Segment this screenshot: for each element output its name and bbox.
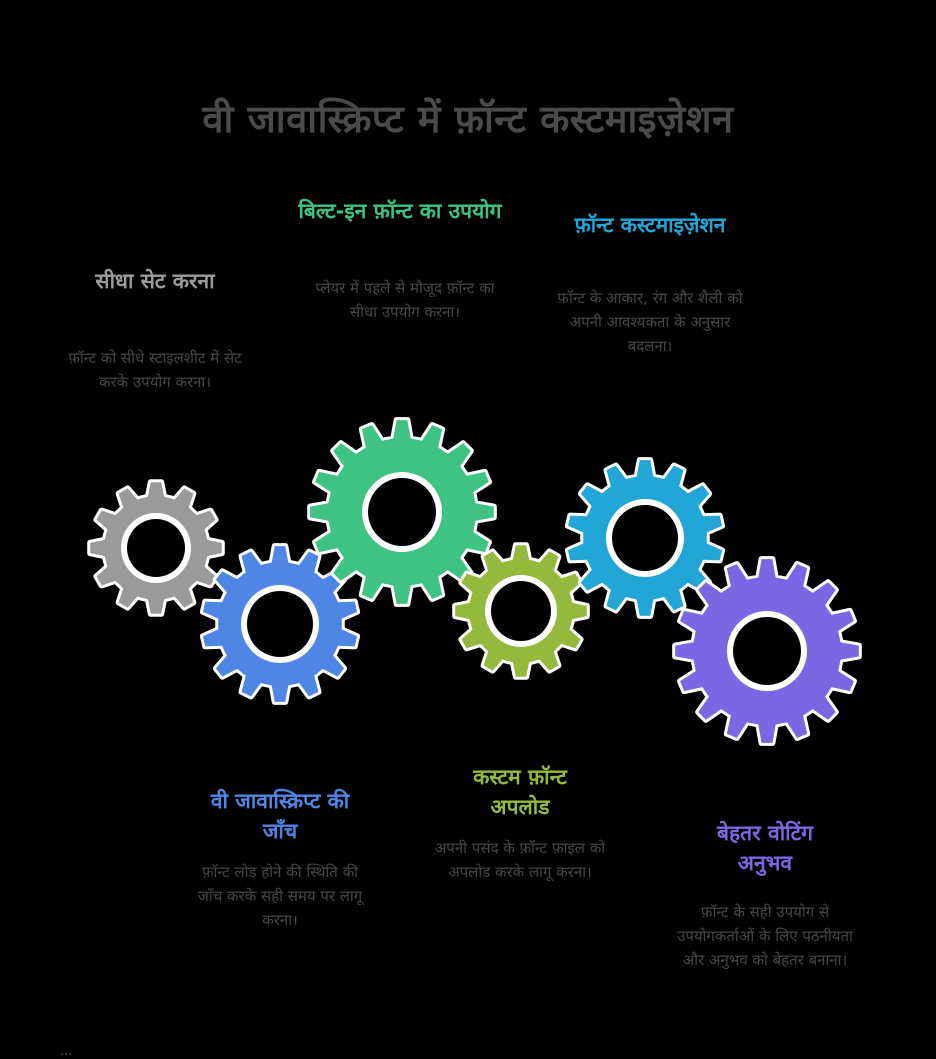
body-better-voting: फ़ॉन्ट के सही उपयोग से उपयोगकर्ताओं के ल… xyxy=(677,903,853,969)
body-vjs-check: फ़ॉन्ट लोड होने की स्थिति की जाँच करके स… xyxy=(197,863,363,929)
gear-icon-direct-setup xyxy=(87,479,225,617)
gear-icon-builtin-font xyxy=(307,417,497,607)
heading-vjs-check: वी जावास्क्रिप्ट की जाँच xyxy=(210,789,350,843)
heading-font-customization: फ़ॉन्ट कस्टमाइज़ेशन xyxy=(574,213,726,237)
heading-custom-upload: कस्टम फ़ॉन्ट अपलोड xyxy=(473,765,567,819)
gear-icon-vjs-check xyxy=(199,543,361,705)
heading-builtin-font: बिल्ट-इन फ़ॉन्ट का उपयोग xyxy=(298,199,502,223)
body-custom-upload: अपनी पसंद के फ़ॉन्ट फ़ाइल को अपलोड करके … xyxy=(434,839,606,881)
heading-better-voting: बेहतर वोटिंग अनुभव xyxy=(717,821,813,875)
heading-direct-setup: सीधा सेट करना xyxy=(95,269,215,293)
body-font-customization: फ़ॉन्ट के आकार, रंग और शैली को अपनी आवश्… xyxy=(557,289,743,355)
gear-icon-custom-upload xyxy=(452,542,590,680)
diagram-title: वी जावास्क्रिप्ट में फ़ॉन्ट कस्टमाइज़ेशन xyxy=(202,97,734,141)
body-direct-setup: फ़ॉन्ट को सीधे स्टाइलशीट में सेट करके उप… xyxy=(68,349,242,391)
gear-icon-better-voting xyxy=(672,556,862,746)
body-builtin-font: प्लेयर में पहले से मौजूद फ़ॉन्ट का सीधा … xyxy=(315,279,495,321)
gear-icon-font-customization xyxy=(564,457,726,619)
